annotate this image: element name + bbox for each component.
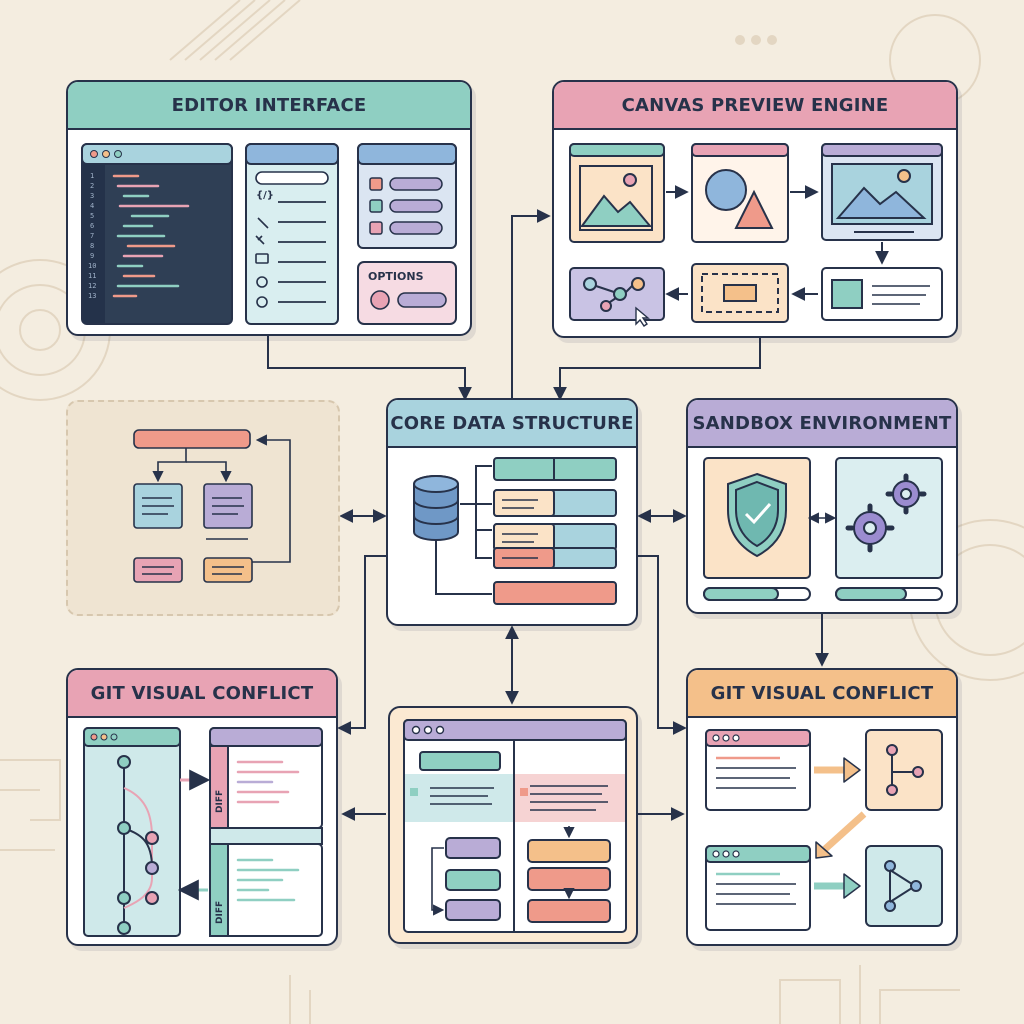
core-to-git-right-connector [637,555,687,735]
sandbox-environment-module: SANDBOX ENVIRONMENT [686,398,958,614]
core-data-structure-module: CORE DATA STRUCTURE [386,398,638,626]
svg-text:12: 12 [88,282,96,290]
sandbox-environment-header: SANDBOX ENVIRONMENT [688,400,956,448]
core-to-git-left-connector [337,555,388,735]
git-visual-conflict-left-title: GIT VISUAL CONFLICT [90,682,314,704]
git-left-graphic [83,727,323,937]
options-label: OPTIONS [368,270,424,283]
canvas-to-core-connector [553,338,761,401]
svg-text:3: 3 [90,192,94,200]
canvas-preview-engine-body [554,130,956,336]
canvas-preview-engine-title: CANVAS PREVIEW ENGINE [621,94,889,116]
svg-text:2: 2 [90,182,94,190]
sandbox-environment-body [688,448,956,612]
editor-to-core-connector [267,336,472,401]
svg-text:11: 11 [88,272,96,280]
svg-text:13: 13 [88,292,96,300]
editor-interface-title: EDITOR INTERFACE [171,94,367,116]
ghost-flowchart-graphic [133,429,291,583]
editor-interface-header: EDITOR INTERFACE [68,82,470,130]
sandbox-environment-title: SANDBOX ENVIRONMENT [692,412,952,434]
svg-text:6: 6 [90,222,94,230]
git-visual-conflict-right-module: GIT VISUAL CONFLICT [686,668,958,946]
git-visual-conflict-right-body [688,718,956,944]
git-visual-conflict-left-module: GIT VISUAL CONFLICT [66,668,338,946]
options-panel [357,261,457,325]
connector-lines [267,209,829,821]
svg-text:1: 1 [90,172,94,180]
canvas-preview-graphic [569,143,943,327]
merge-flow-panel [388,706,638,944]
core-data-structure-header: CORE DATA STRUCTURE [388,400,636,448]
svg-text:10: 10 [88,262,96,270]
svg-text:7: 7 [90,232,94,240]
core-data-structure-title: CORE DATA STRUCTURE [390,412,634,434]
git-visual-conflict-left-header: GIT VISUAL CONFLICT [68,670,336,718]
svg-text:4: 4 [90,202,94,210]
sandbox-graphic [703,457,943,601]
core-data-graphic [413,457,617,605]
merge-flow-graphic [403,719,627,933]
settings-panel [357,143,457,249]
git-right-graphic [705,729,943,931]
git-visual-conflict-right-title: GIT VISUAL CONFLICT [710,682,934,704]
canvas-preview-engine-header: CANVAS PREVIEW ENGINE [554,82,956,130]
svg-text:9: 9 [90,252,94,260]
diff-label-top: DIFF [215,789,225,813]
shield-icon [727,472,787,558]
git-visual-conflict-right-header: GIT VISUAL CONFLICT [688,670,956,718]
editor-interface-module: EDITOR INTERFACE [66,80,472,336]
svg-text:8: 8 [90,242,94,250]
gears-icon [845,473,927,553]
ghost-flowchart-panel [66,400,340,616]
git-visual-conflict-left-body: DIFF DIFF [68,718,336,944]
svg-text:5: 5 [90,212,94,220]
canvas-preview-engine-module: CANVAS PREVIEW ENGINE [552,80,958,338]
core-data-structure-body [388,448,636,624]
core-to-canvas-connector [511,209,551,398]
code-icon: {/} [256,190,274,201]
diff-label-bottom: DIFF [215,900,225,924]
database-icon [413,475,459,541]
inspector-panel [245,143,339,325]
